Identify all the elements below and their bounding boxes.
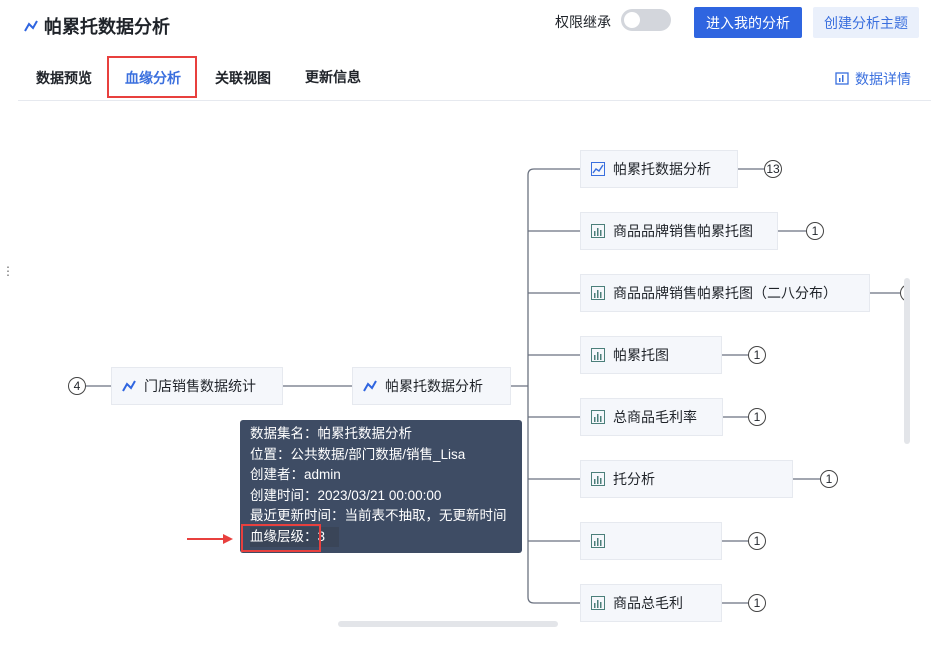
bar-chart-icon (591, 596, 605, 610)
tab-lineage[interactable]: 血缘分析 (125, 70, 181, 86)
tab-data-preview[interactable]: 数据预览 (36, 70, 92, 86)
permission-label: 权限继承 (555, 14, 611, 30)
node-label: 帕累托数据分析 (385, 378, 483, 394)
data-detail-link[interactable]: 数据详情 (835, 69, 911, 89)
level-highlight-box (241, 524, 321, 552)
bar-chart-icon (591, 472, 605, 486)
downstream-count[interactable]: 1 (820, 470, 838, 488)
vertical-scrollbar[interactable] (904, 278, 910, 444)
dataset-icon (363, 380, 377, 392)
horizontal-scrollbar[interactable] (338, 621, 558, 627)
node-label: 商品品牌销售帕累托图（二八分布） (613, 285, 837, 301)
tooltip-updated: 最近更新时间：当前表不抽取，无更新时间 (250, 508, 507, 523)
node-label: 托分析 (613, 471, 655, 487)
center-node[interactable]: 帕累托数据分析 (352, 367, 511, 405)
downstream-count[interactable]: 1 (748, 532, 766, 550)
line-chart-icon (591, 162, 605, 176)
dataset-icon (24, 20, 38, 32)
arrow-icon (187, 534, 233, 544)
tooltip-location: 位置：公共数据/部门数据/销售_Lisa (250, 446, 466, 462)
downstream-count[interactable]: 1 (748, 408, 766, 426)
downstream-node[interactable]: 商品品牌销售帕累托图（二八分布） (580, 274, 870, 312)
downstream-node[interactable]: 帕累托图 (580, 336, 722, 374)
upstream-node[interactable]: 门店销售数据统计 (111, 367, 283, 405)
downstream-node[interactable]: 帕累托数据分析 (580, 150, 738, 188)
bar-chart-icon (591, 286, 605, 300)
downstream-node[interactable]: 商品品牌销售帕累托图 (580, 212, 778, 250)
tooltip-level: 血缘层级：3 (250, 526, 340, 547)
node-label: 帕累托图 (613, 347, 669, 363)
node-label: 门店销售数据统计 (144, 378, 256, 394)
dataset-icon (122, 380, 136, 392)
drag-handle-icon[interactable]: ⋮ (2, 264, 14, 278)
dataset-tooltip: 数据集名：帕累托数据分析 位置：公共数据/部门数据/销售_Lisa 创建者：ad… (240, 420, 522, 553)
downstream-count[interactable]: 13 (764, 160, 782, 178)
tooltip-name: 数据集名：帕累托数据分析 (250, 426, 412, 441)
enter-my-analysis-button[interactable]: 进入我的分析 (694, 7, 802, 38)
upstream-count[interactable]: 4 (68, 377, 86, 395)
node-label: 总商品毛利率 (613, 409, 697, 425)
bar-chart-icon (591, 410, 605, 424)
downstream-node[interactable] (580, 522, 722, 560)
tooltip-creator: 创建者：admin (250, 467, 341, 482)
downstream-node[interactable]: 总商品毛利率 (580, 398, 723, 436)
bar-chart-icon (591, 224, 605, 238)
highlight-box (107, 56, 197, 98)
detail-link-text: 数据详情 (855, 71, 911, 87)
node-label: 商品品牌销售帕累托图 (613, 223, 753, 239)
tab-update-info[interactable]: 更新信息 (305, 69, 361, 85)
permission-toggle[interactable] (621, 9, 671, 31)
page-title: 帕累托数据分析 (24, 13, 170, 39)
node-label: 商品总毛利 (613, 595, 683, 611)
divider (18, 100, 931, 101)
title-text: 帕累托数据分析 (44, 17, 170, 37)
tooltip-created: 创建时间：2023/03/21 00:00:00 (250, 487, 442, 503)
create-analysis-topic-button[interactable]: 创建分析主题 (813, 7, 919, 38)
bar-chart-icon (591, 348, 605, 362)
downstream-node[interactable]: 商品总毛利 (580, 584, 722, 622)
downstream-node[interactable]: 托分析 (580, 460, 793, 498)
downstream-count[interactable]: 1 (748, 594, 766, 612)
detail-icon (835, 72, 849, 85)
bar-chart-icon (591, 534, 605, 548)
downstream-count[interactable]: 1 (806, 222, 824, 240)
node-label: 帕累托数据分析 (613, 161, 711, 177)
tab-related-view[interactable]: 关联视图 (215, 70, 271, 86)
downstream-count[interactable]: 1 (748, 346, 766, 364)
